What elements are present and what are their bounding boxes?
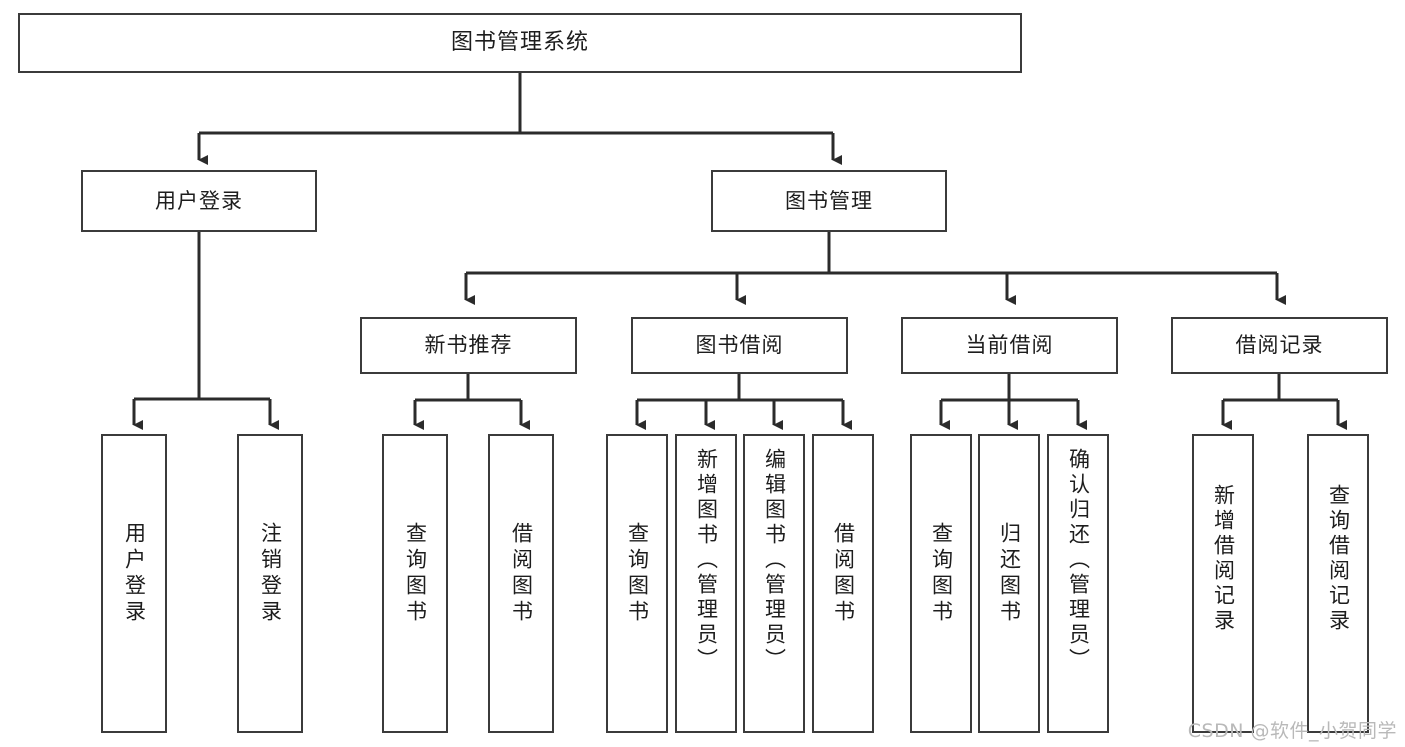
watermark-text: CSDN @软件_小贺同学: [1187, 720, 1397, 742]
node-book-management[interactable]: 图书管理: [711, 170, 947, 232]
node-book-borrow[interactable]: 图书借阅: [631, 317, 848, 374]
node-new-book-recommend-label: 新书推荐: [424, 333, 513, 358]
node-book-management-label: 图书管理: [785, 188, 873, 213]
leaf-borrow-books-borrow[interactable]: 借阅图书: [812, 434, 874, 733]
leaf-borrow-books-newbook-label: 借阅图书: [509, 522, 534, 626]
leaf-query-books-borrow[interactable]: 查询图书: [606, 434, 668, 733]
node-current-borrow[interactable]: 当前借阅: [901, 317, 1118, 374]
leaf-query-books-newbook[interactable]: 查询图书: [382, 434, 448, 733]
leaf-logout[interactable]: 注销登录: [237, 434, 303, 733]
leaf-add-book-admin[interactable]: 新增图书（管理员）: [675, 434, 737, 733]
leaf-borrow-books-borrow-label: 借阅图书: [831, 522, 856, 626]
node-book-borrow-label: 图书借阅: [695, 333, 784, 358]
leaf-query-borrow-record-label: 查询借阅记录: [1326, 484, 1351, 634]
leaf-logout-label: 注销登录: [258, 522, 283, 626]
leaf-add-borrow-record-label: 新增借阅记录: [1211, 484, 1236, 634]
node-borrow-records-label: 借阅记录: [1235, 333, 1324, 358]
leaf-edit-book-admin[interactable]: 编辑图书（管理员）: [743, 434, 805, 733]
leaf-borrow-books-newbook[interactable]: 借阅图书: [488, 434, 554, 733]
leaf-return-books-label: 归还图书: [997, 522, 1022, 626]
leaf-query-books-current-label: 查询图书: [929, 522, 954, 626]
leaf-query-books-newbook-label: 查询图书: [403, 522, 428, 626]
leaf-query-books-current[interactable]: 查询图书: [910, 434, 972, 733]
leaf-query-books-borrow-label: 查询图书: [625, 522, 650, 626]
leaf-user-login-label: 用户登录: [122, 522, 147, 626]
leaf-add-borrow-record[interactable]: 新增借阅记录: [1192, 434, 1254, 733]
node-user-login[interactable]: 用户登录: [81, 170, 317, 232]
node-new-book-recommend[interactable]: 新书推荐: [360, 317, 577, 374]
node-borrow-records[interactable]: 借阅记录: [1171, 317, 1388, 374]
leaf-add-book-admin-label: 新增图书（管理员）: [694, 448, 719, 673]
leaf-query-borrow-record[interactable]: 查询借阅记录: [1307, 434, 1369, 733]
leaf-confirm-return-admin-label: 确认归还（管理员）: [1066, 448, 1091, 673]
leaf-edit-book-admin-label: 编辑图书（管理员）: [762, 448, 787, 673]
leaf-return-books[interactable]: 归还图书: [978, 434, 1040, 733]
leaf-confirm-return-admin[interactable]: 确认归还（管理员）: [1047, 434, 1109, 733]
leaf-user-login[interactable]: 用户登录: [101, 434, 167, 733]
node-root[interactable]: 图书管理系统: [18, 13, 1022, 73]
node-current-borrow-label: 当前借阅: [965, 333, 1054, 358]
node-root-label: 图书管理系统: [450, 30, 589, 56]
node-user-login-label: 用户登录: [155, 188, 243, 213]
